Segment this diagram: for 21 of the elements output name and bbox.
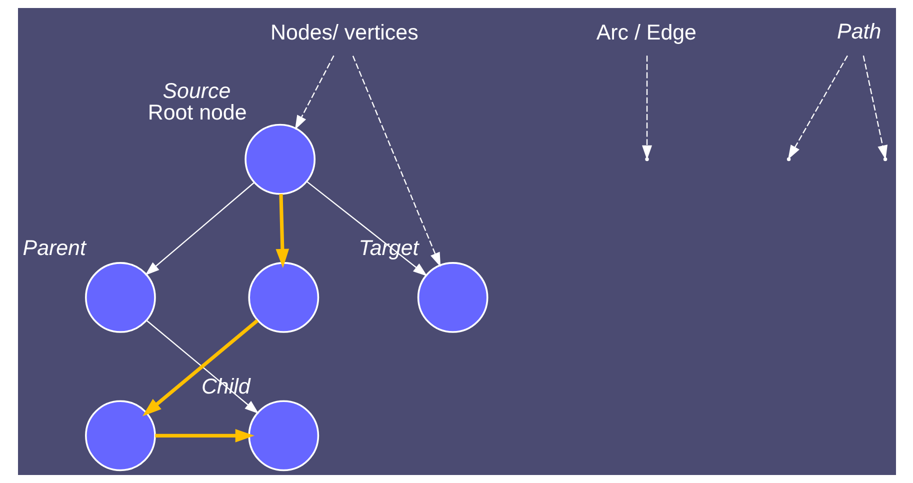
arrow [306,180,427,276]
arrow [294,55,334,130]
node-label: Source [162,78,230,103]
node-circle [416,262,488,333]
node-text: Nodes/ vertices [270,20,418,44]
arrow [275,194,289,268]
node-circle [84,262,156,333]
node-circle [248,400,319,472]
node-label: Parent [22,236,86,260]
arrow [144,182,254,276]
arrow [862,56,888,160]
arrow [154,429,254,442]
node-label: Root node [147,100,246,124]
node-circle [244,124,316,195]
node-text: Path [836,19,881,44]
node-circle [84,400,156,472]
node-circle [248,262,319,333]
node-text: Arc / Edge [596,20,696,44]
arrow [352,56,440,267]
arrow [788,55,848,160]
arrow [642,56,652,160]
